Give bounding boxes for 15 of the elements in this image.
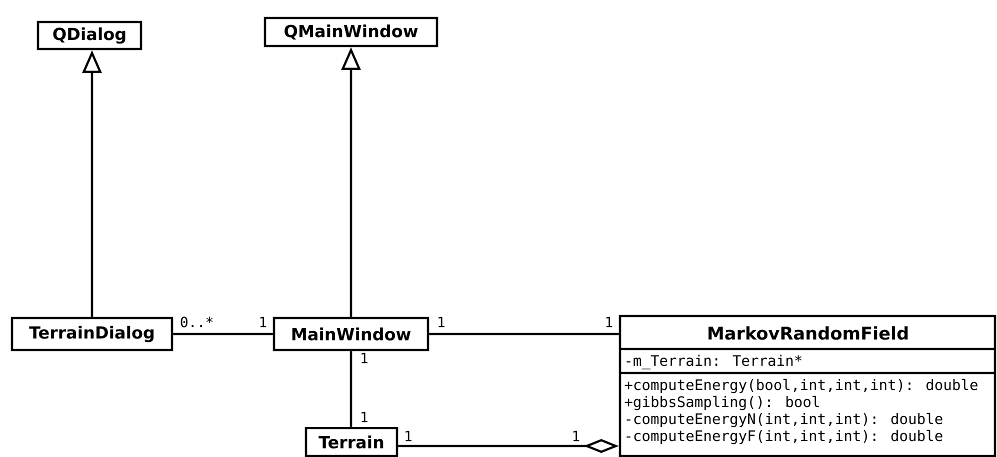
class-box: MainWindow [272,316,430,352]
multiplicity-label: 1 [260,316,266,328]
association-line [429,332,619,336]
class-box: Terrain [304,426,398,457]
association-line [350,351,352,427]
multiplicity-label: 1 [406,430,412,442]
multiplicity-label: 1 [362,412,368,422]
multiplicity-label: 1 [362,352,368,364]
multiplicity-label: 0..* [180,316,213,328]
association-line [173,332,273,336]
multiplicity-label: 1 [438,316,444,328]
multiplicity-label: 1 [606,316,612,328]
class-box: TerrainDialog [10,316,174,352]
class-box: MarkovRandomField -m_Terrain: Terrain* +computeEnergy(bool,int,int,int): double +gibbsSampling(): bool -computeEnergyN(int,int,int): double -computeEnergyF(int,int,int): double [618,314,996,457]
multiplicity-label: 1 [573,430,580,442]
